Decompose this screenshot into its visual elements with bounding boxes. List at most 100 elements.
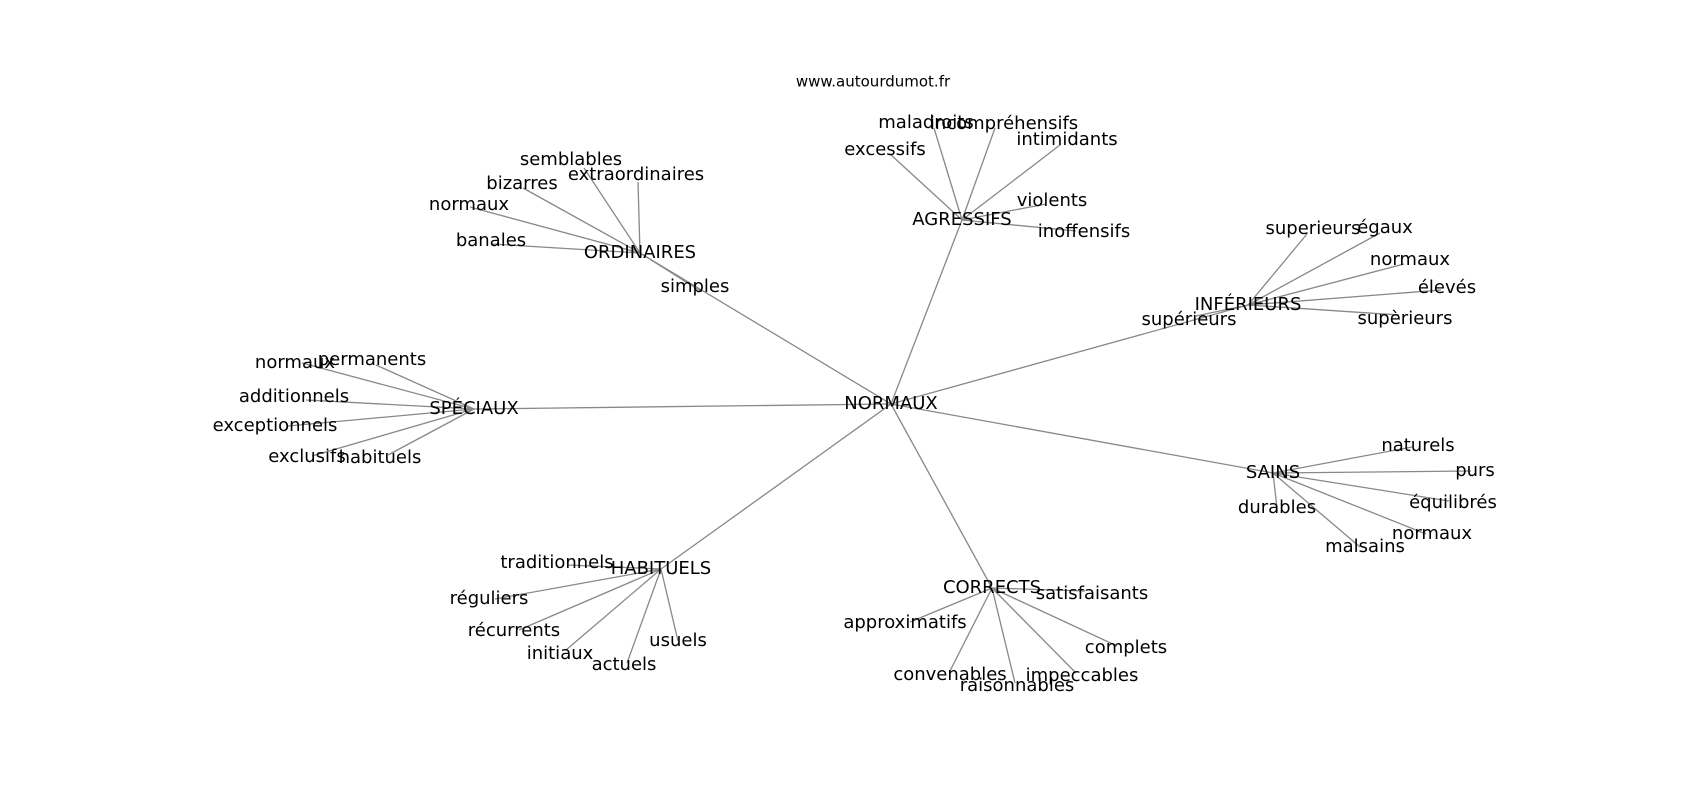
edge-sains-malsains bbox=[1272, 472, 1361, 548]
leaf-node-normaux[interactable]: normaux bbox=[429, 194, 509, 215]
edge-habituels-recurrents bbox=[518, 568, 662, 631]
edge-ordinaires-simples bbox=[639, 252, 703, 293]
leaf-node-extraordinaires[interactable]: extraordinaires bbox=[568, 164, 704, 185]
edge-corrects-raisonnables bbox=[991, 587, 1016, 684]
leaf-node-complets[interactable]: complets bbox=[1085, 637, 1167, 658]
leaf-node-equilibres[interactable]: équilibrés bbox=[1409, 492, 1497, 513]
leaf-node-durables[interactable]: durables bbox=[1238, 497, 1316, 518]
edge-corrects-satisfaisants bbox=[991, 587, 1086, 592]
edge-habituels-reguliers bbox=[494, 568, 662, 600]
center-node-label[interactable]: NORMAUX bbox=[844, 393, 938, 414]
edge-center-inferieurs bbox=[890, 304, 1249, 405]
leaf-node-simples[interactable]: simples bbox=[661, 276, 730, 297]
leaf-node-impeccables[interactable]: impeccables bbox=[1026, 665, 1139, 686]
leaf-node-convenables[interactable]: convenables bbox=[893, 664, 1006, 685]
edge-inferieurs-normaux bbox=[1247, 263, 1405, 306]
edge-ordinaires-banales bbox=[491, 243, 641, 254]
leaf-node-superieurs[interactable]: supèrieurs bbox=[1358, 308, 1453, 329]
edge-sains-naturels bbox=[1272, 446, 1413, 474]
edge-corrects-convenables bbox=[949, 587, 993, 672]
leaf-node-normaux[interactable]: normaux bbox=[1370, 249, 1450, 270]
hub-node-corrects[interactable]: CORRECTS bbox=[943, 577, 1041, 598]
leaf-node-excessifs[interactable]: excessifs bbox=[844, 139, 926, 160]
edge-agressifs-excessifs bbox=[889, 153, 963, 221]
edge-center-corrects bbox=[890, 403, 993, 589]
edge-ordinaires-semblables bbox=[583, 167, 641, 254]
edge-corrects-complets bbox=[991, 587, 1118, 647]
leaf-node-approximatifs[interactable]: approximatifs bbox=[843, 612, 966, 633]
edge-corrects-impeccables bbox=[991, 587, 1077, 674]
edge-speciaux-exclusifs bbox=[311, 408, 475, 457]
edge-center-speciaux bbox=[473, 403, 892, 410]
leaf-node-reguliers[interactable]: réguliers bbox=[450, 588, 529, 609]
edge-corrects-approximatifs bbox=[909, 587, 993, 623]
edge-speciaux-exceptionnels bbox=[287, 408, 475, 427]
watermark-text: www.autourdumot.fr bbox=[796, 73, 951, 91]
hub-node-ordinaires[interactable]: ORDINAIRES bbox=[584, 242, 696, 263]
edge-inferieurs-superieurs bbox=[1247, 304, 1400, 316]
hub-node-agressifs[interactable]: AGRESSIFS bbox=[912, 209, 1011, 230]
leaf-node-semblables[interactable]: semblables bbox=[520, 149, 622, 170]
edge-speciaux-permanents bbox=[375, 364, 475, 410]
edge-ordinaires-normaux bbox=[469, 206, 641, 254]
hub-node-speciaux[interactable]: SPÉCIAUX bbox=[429, 397, 518, 419]
edge-center-ordinaires bbox=[639, 252, 892, 405]
leaf-node-usuels[interactable]: usuels bbox=[649, 630, 707, 651]
edge-ordinaires-bizarres bbox=[522, 187, 641, 254]
leaf-node-additionnels[interactable]: additionnels bbox=[239, 386, 349, 407]
edge-habituels-actuels bbox=[626, 568, 662, 664]
leaf-node-superieurs[interactable]: superieurs bbox=[1266, 218, 1361, 239]
leaf-node-intimidants[interactable]: intimidants bbox=[1016, 129, 1117, 150]
leaf-node-exclusifs[interactable]: exclusifs bbox=[268, 446, 346, 467]
leaf-node-superieurs[interactable]: supérieurs bbox=[1142, 309, 1237, 330]
edge-habituels-traditionnels bbox=[566, 564, 662, 570]
leaf-node-initiaux[interactable]: initiaux bbox=[527, 643, 594, 664]
edge-inferieurs-superieurs bbox=[1247, 233, 1308, 306]
leaf-node-malsains[interactable]: malsains bbox=[1325, 536, 1405, 557]
leaf-node-inoffensifs[interactable]: inoffensifs bbox=[1038, 221, 1130, 242]
edge-center-sains bbox=[890, 403, 1274, 474]
leaf-node-violents[interactable]: violents bbox=[1017, 190, 1088, 211]
edge-inferieurs-eleves bbox=[1247, 289, 1442, 306]
leaf-node-purs[interactable]: purs bbox=[1455, 460, 1495, 481]
edge-speciaux-normaux bbox=[301, 362, 475, 410]
edge-habituels-usuels bbox=[660, 568, 679, 642]
edge-sains-durables bbox=[1272, 472, 1278, 509]
leaf-node-actuels[interactable]: actuels bbox=[592, 654, 657, 675]
edge-agressifs-incomprehensifs bbox=[961, 127, 996, 221]
edge-agressifs-intimidants bbox=[961, 144, 1061, 221]
leaf-node-naturels[interactable]: naturels bbox=[1381, 435, 1454, 456]
leaf-node-maladroits[interactable]: maladroits bbox=[878, 112, 973, 133]
leaf-node-banales[interactable]: banales bbox=[456, 230, 526, 251]
edge-inferieurs-egaux bbox=[1247, 232, 1381, 306]
edge-speciaux-additionnels bbox=[305, 399, 475, 410]
edge-center-agressifs bbox=[890, 219, 963, 405]
leaf-node-incomprehensifs[interactable]: incompréhensifs bbox=[930, 113, 1078, 134]
edge-habituels-initiaux bbox=[565, 568, 662, 651]
edge-inferieurs-superieurs bbox=[1195, 304, 1249, 317]
edge-speciaux-habituels bbox=[387, 408, 475, 456]
leaf-node-normaux[interactable]: normaux bbox=[255, 352, 335, 373]
leaf-node-egaux[interactable]: égaux bbox=[1357, 217, 1413, 238]
edge-center-habituels bbox=[660, 403, 892, 570]
edge-agressifs-maladroits bbox=[933, 127, 963, 221]
leaf-node-exceptionnels[interactable]: exceptionnels bbox=[213, 415, 338, 436]
leaf-node-bizarres[interactable]: bizarres bbox=[486, 173, 557, 194]
leaf-node-raisonnables[interactable]: raisonnables bbox=[960, 675, 1075, 696]
leaf-node-satisfaisants[interactable]: satisfaisants bbox=[1036, 583, 1148, 604]
hub-node-inferieurs[interactable]: INFÉRIEURS bbox=[1195, 293, 1302, 315]
leaf-node-habituels[interactable]: habituels bbox=[339, 447, 422, 468]
hub-node-sains[interactable]: SAINS bbox=[1246, 462, 1300, 483]
leaf-node-permanents[interactable]: permanents bbox=[318, 349, 426, 370]
edge-ordinaires-extraordinaires bbox=[637, 181, 641, 254]
edge-sains-equilibres bbox=[1272, 472, 1450, 502]
leaf-node-recurrents[interactable]: récurrents bbox=[468, 620, 560, 641]
leaf-node-normaux[interactable]: normaux bbox=[1392, 523, 1472, 544]
hub-node-habituels[interactable]: HABITUELS bbox=[611, 558, 712, 579]
leaf-node-eleves[interactable]: élevés bbox=[1418, 277, 1476, 298]
leaf-node-traditionnels[interactable]: traditionnels bbox=[500, 552, 613, 573]
edges-layer bbox=[287, 127, 1472, 684]
edge-agressifs-inoffensifs bbox=[961, 219, 1077, 232]
